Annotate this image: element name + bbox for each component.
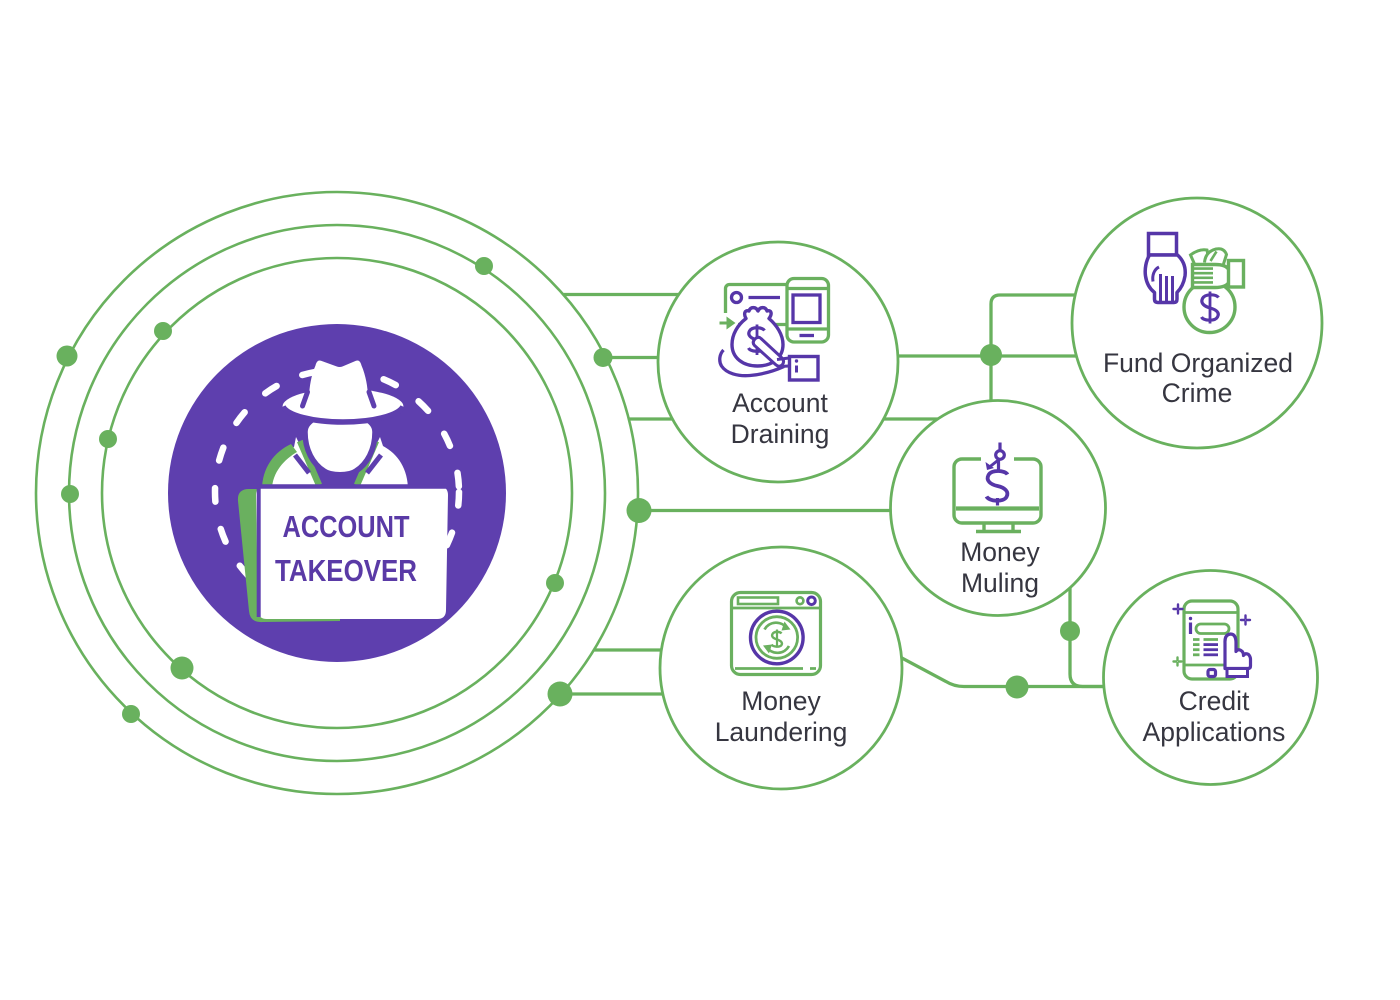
svg-text:ACCOUNT: ACCOUNT bbox=[283, 509, 410, 544]
svg-text:Fund Organized: Fund Organized bbox=[1103, 348, 1293, 378]
svg-text:Crime: Crime bbox=[1162, 378, 1233, 408]
svg-text:Draining: Draining bbox=[731, 419, 830, 449]
svg-text:Laundering: Laundering bbox=[715, 717, 848, 747]
svg-text:TAKEOVER: TAKEOVER bbox=[275, 553, 417, 588]
svg-text:Credit: Credit bbox=[1179, 686, 1250, 716]
svg-text:Applications: Applications bbox=[1143, 717, 1286, 747]
svg-text:Money: Money bbox=[960, 537, 1040, 567]
svg-text:Account: Account bbox=[732, 388, 828, 418]
svg-text:Money: Money bbox=[741, 686, 821, 716]
svg-text:Muling: Muling bbox=[961, 568, 1039, 598]
